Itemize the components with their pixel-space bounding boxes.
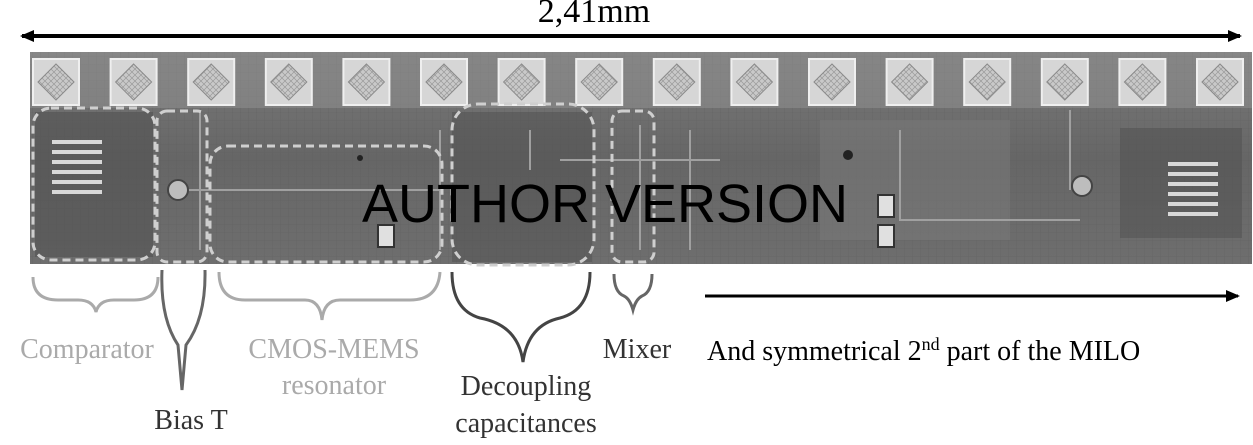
bond-pad-grid	[425, 63, 463, 101]
mems-brace	[217, 271, 442, 321]
bond-pad-grid	[502, 63, 541, 101]
bond-pad-grid	[114, 63, 153, 101]
bond-pad-grid	[580, 63, 618, 101]
bond-pad-grid	[347, 63, 386, 101]
mixer-label: Mixer	[603, 334, 672, 365]
bond-pad-grid	[192, 63, 230, 101]
bias-t-brace	[160, 269, 207, 391]
comparator-brace	[31, 276, 160, 313]
decoupling-brace	[450, 271, 592, 363]
chip-die	[30, 52, 1252, 264]
bond-pad-grid	[270, 63, 308, 101]
decoupling-outline	[450, 102, 596, 267]
bond-pad-grid	[1123, 63, 1162, 101]
bond-pad-grid	[1201, 63, 1239, 101]
bond-pad-grid	[813, 63, 851, 101]
bond-pad-grid	[1046, 63, 1084, 101]
bond-pads	[32, 58, 1244, 106]
mems-label-line1: CMOS-MEMS	[248, 334, 419, 365]
symmetry-note: And symmetrical 2nd part of the MILO	[707, 334, 1140, 367]
bond-pad-grid	[658, 63, 696, 101]
mems-label-line2: resonator	[282, 370, 387, 401]
mixer-outline	[610, 109, 656, 264]
bias-t-outline	[155, 109, 209, 264]
comparator-label: Comparator	[20, 334, 154, 365]
bond-pad-grid	[735, 63, 774, 101]
symmetry-note-superscript: nd	[922, 334, 940, 354]
decoupling-label-line1: Decoupling	[461, 371, 592, 402]
decoupling-label-line2: capacitances	[455, 408, 596, 439]
bond-pad-grid	[37, 63, 75, 101]
mems-outline	[208, 144, 444, 264]
bias-t-label: Bias T	[154, 405, 227, 436]
author-version-watermark: AUTHOR VERSION	[362, 174, 848, 234]
mixer-brace	[612, 273, 654, 316]
bond-pad-grid	[890, 63, 929, 101]
comparator-outline	[31, 106, 157, 262]
bond-pad-grid	[968, 63, 1006, 101]
width-dimension-label: 2,41mm	[538, 0, 650, 30]
